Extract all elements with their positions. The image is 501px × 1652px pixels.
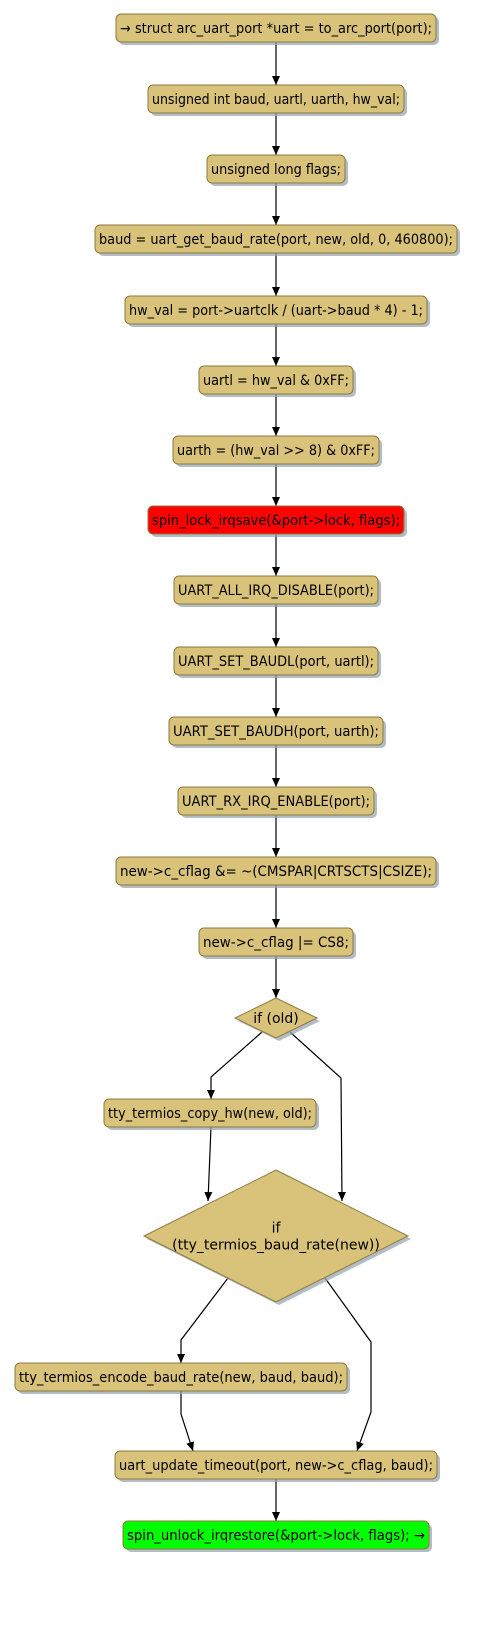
decision-label: if (old)	[253, 1011, 299, 1027]
action-node-n13: new->c_cflag &= ~(CMSPAR|CRTSCTS|CSIZE);	[115, 856, 439, 888]
action-node-n5: hw_val = port->uartclk / (uart->baud * 4…	[124, 295, 430, 327]
decision-label: (tty_termios_baud_rate(new))	[172, 1238, 380, 1254]
action-node-n1: → struct arc_uart_port *uart = to_arc_po…	[115, 13, 439, 45]
node-label: unsigned long flags;	[211, 162, 341, 178]
node-box	[103, 1098, 317, 1128]
edge-d2-to-n16	[177, 1277, 229, 1363]
node-label: baud = uart_get_baud_rate(port, new, old…	[99, 232, 453, 248]
edge-n15-to-d2	[204, 1126, 213, 1202]
node-label: tty_termios_copy_hw(new, old);	[108, 1106, 312, 1122]
decision-label: if	[272, 1221, 282, 1237]
action-node-n16: tty_termios_encode_baud_rate(new, baud, …	[14, 1362, 350, 1394]
edge-n16-to-n17	[180, 1391, 195, 1452]
node-box	[114, 1450, 438, 1480]
node-label: UART_SET_BAUDL(port, uartl);	[178, 654, 374, 670]
node-box	[173, 646, 379, 676]
action-node-n10: UART_SET_BAUDL(port, uartl);	[173, 646, 381, 678]
action-node-n14: new->c_cflag |= CS8;	[198, 927, 356, 959]
action-node-n18: spin_unlock_irqrestore(&port->lock, flag…	[122, 1520, 432, 1552]
decision-shape	[142, 1169, 410, 1303]
decision-node-d1: if (old)	[233, 997, 320, 1041]
action-node-n12: UART_RX_IRQ_ENABLE(port);	[177, 786, 377, 818]
action-node-n8: spin_lock_irqsave(&port->lock, flags);	[147, 505, 407, 537]
node-label: uart_update_timeout(port, new->c_cflag, …	[119, 1458, 433, 1474]
nodes-layer: → struct arc_uart_port *uart = to_arc_po…	[14, 13, 460, 1552]
node-box	[115, 13, 437, 43]
action-node-n2: unsigned int baud, uartl, uarth, hw_val;	[147, 84, 407, 116]
action-node-n9: UART_ALL_IRQ_DISABLE(port);	[173, 575, 381, 607]
node-label: UART_SET_BAUDH(port, uarth);	[173, 724, 379, 740]
node-box	[14, 1362, 348, 1392]
node-label: UART_ALL_IRQ_DISABLE(port);	[178, 583, 374, 599]
node-label: hw_val = port->uartclk / (uart->baud * 4…	[129, 303, 423, 319]
node-label: spin_unlock_irqrestore(&port->lock, flag…	[127, 1528, 425, 1544]
node-label: spin_lock_irqsave(&port->lock, flags);	[152, 513, 400, 529]
node-box	[147, 84, 405, 114]
action-node-n15: tty_termios_copy_hw(new, old);	[103, 1098, 319, 1130]
node-box	[122, 1520, 430, 1550]
node-label: uarth = (hw_val >> 8) & 0xFF;	[177, 443, 375, 459]
node-box	[168, 716, 384, 746]
node-label: new->c_cflag &= ~(CMSPAR|CRTSCTS|CSIZE);	[120, 864, 432, 880]
action-node-n7: uarth = (hw_val >> 8) & 0xFF;	[172, 435, 382, 467]
node-label: tty_termios_encode_baud_rate(new, baud, …	[19, 1370, 343, 1386]
edges-layer	[177, 42, 372, 1521]
node-label: → struct arc_uart_port *uart = to_arc_po…	[120, 21, 432, 37]
edge-d1-to-d2	[289, 1031, 346, 1202]
node-box	[115, 856, 437, 886]
edge-d1-to-n15	[207, 1031, 263, 1099]
edge-d2-to-n17	[324, 1277, 372, 1452]
node-box	[198, 927, 354, 957]
action-node-n3: unsigned long flags;	[206, 154, 348, 186]
node-box	[94, 224, 458, 254]
node-box	[177, 786, 375, 816]
node-label: uartl = hw_val & 0xFF;	[203, 373, 349, 389]
node-label: new->c_cflag |= CS8;	[203, 935, 349, 951]
action-node-n17: uart_update_timeout(port, new->c_cflag, …	[114, 1450, 440, 1482]
node-box	[147, 505, 405, 535]
node-box	[173, 575, 379, 605]
action-node-n4: baud = uart_get_baud_rate(port, new, old…	[94, 224, 460, 256]
action-node-n6: uartl = hw_val & 0xFF;	[198, 365, 356, 397]
node-box	[172, 435, 380, 465]
node-label: UART_RX_IRQ_ENABLE(port);	[182, 794, 370, 810]
action-node-n11: UART_SET_BAUDH(port, uarth);	[168, 716, 386, 748]
decision-shape	[233, 997, 319, 1039]
node-box	[206, 154, 346, 184]
node-label: unsigned int baud, uartl, uarth, hw_val;	[152, 92, 400, 108]
node-box	[124, 295, 428, 325]
decision-node-d2: if(tty_termios_baud_rate(new))	[142, 1169, 411, 1305]
node-box	[198, 365, 354, 395]
